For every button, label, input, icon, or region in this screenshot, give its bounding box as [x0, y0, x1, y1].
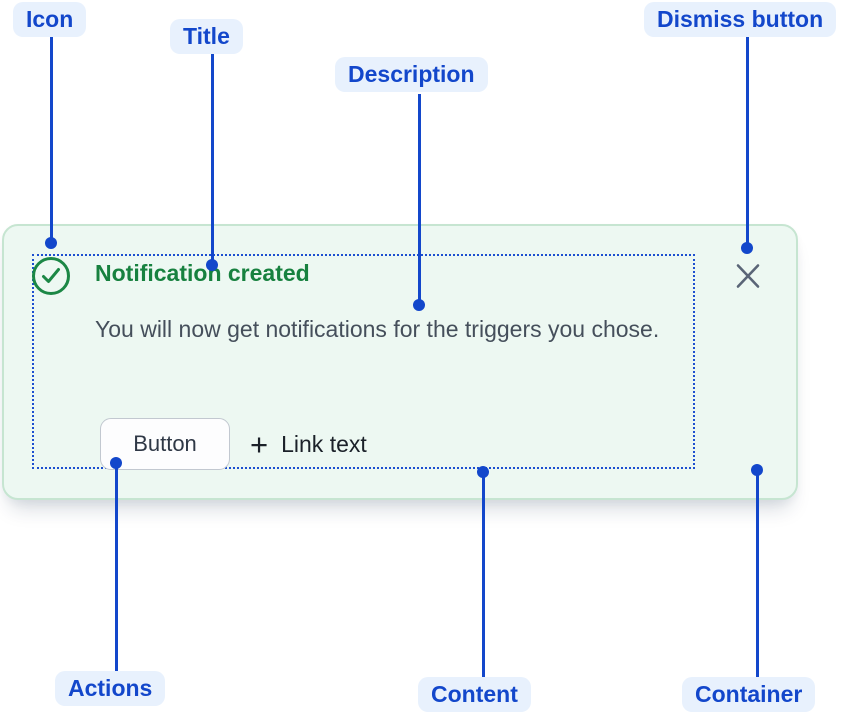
callout-label-icon: Icon [13, 2, 87, 37]
callout-line-container [756, 471, 759, 677]
callout-label-dismiss: Dismiss button [644, 2, 837, 37]
callout-line-description [418, 94, 421, 305]
toast-link-label: Link text [281, 430, 367, 457]
plus-icon: + [250, 426, 269, 462]
callout-dot-icon [45, 237, 57, 249]
callout-label-description: Description [335, 57, 488, 92]
callout-dot-dismiss [741, 242, 753, 254]
callout-dot-description [413, 299, 425, 311]
dismiss-button[interactable] [732, 260, 764, 292]
callout-line-icon [50, 37, 53, 243]
callout-line-content [482, 473, 485, 677]
callout-label-actions: Actions [55, 671, 166, 706]
toast-link-action[interactable]: + Link text [250, 429, 367, 460]
callout-line-dismiss [746, 37, 749, 248]
check-circle-icon [32, 257, 70, 295]
callout-dot-title [206, 259, 218, 271]
callout-label-content: Content [418, 677, 531, 712]
callout-dot-container [751, 464, 763, 476]
toast-description: You will now get notifications for the t… [95, 316, 660, 342]
toast-actions: Button + Link text [100, 418, 367, 470]
notification-toast-container: Notification created You will now get no… [2, 224, 798, 500]
toast-title: Notification created [95, 260, 310, 286]
callout-line-actions [115, 464, 118, 671]
callout-dot-content [477, 466, 489, 478]
callout-dot-actions [110, 457, 122, 469]
callout-label-title: Title [170, 19, 243, 54]
callout-label-container: Container [682, 677, 816, 712]
callout-line-title [211, 53, 214, 265]
close-icon [736, 264, 760, 288]
toast-content-area [32, 254, 695, 469]
